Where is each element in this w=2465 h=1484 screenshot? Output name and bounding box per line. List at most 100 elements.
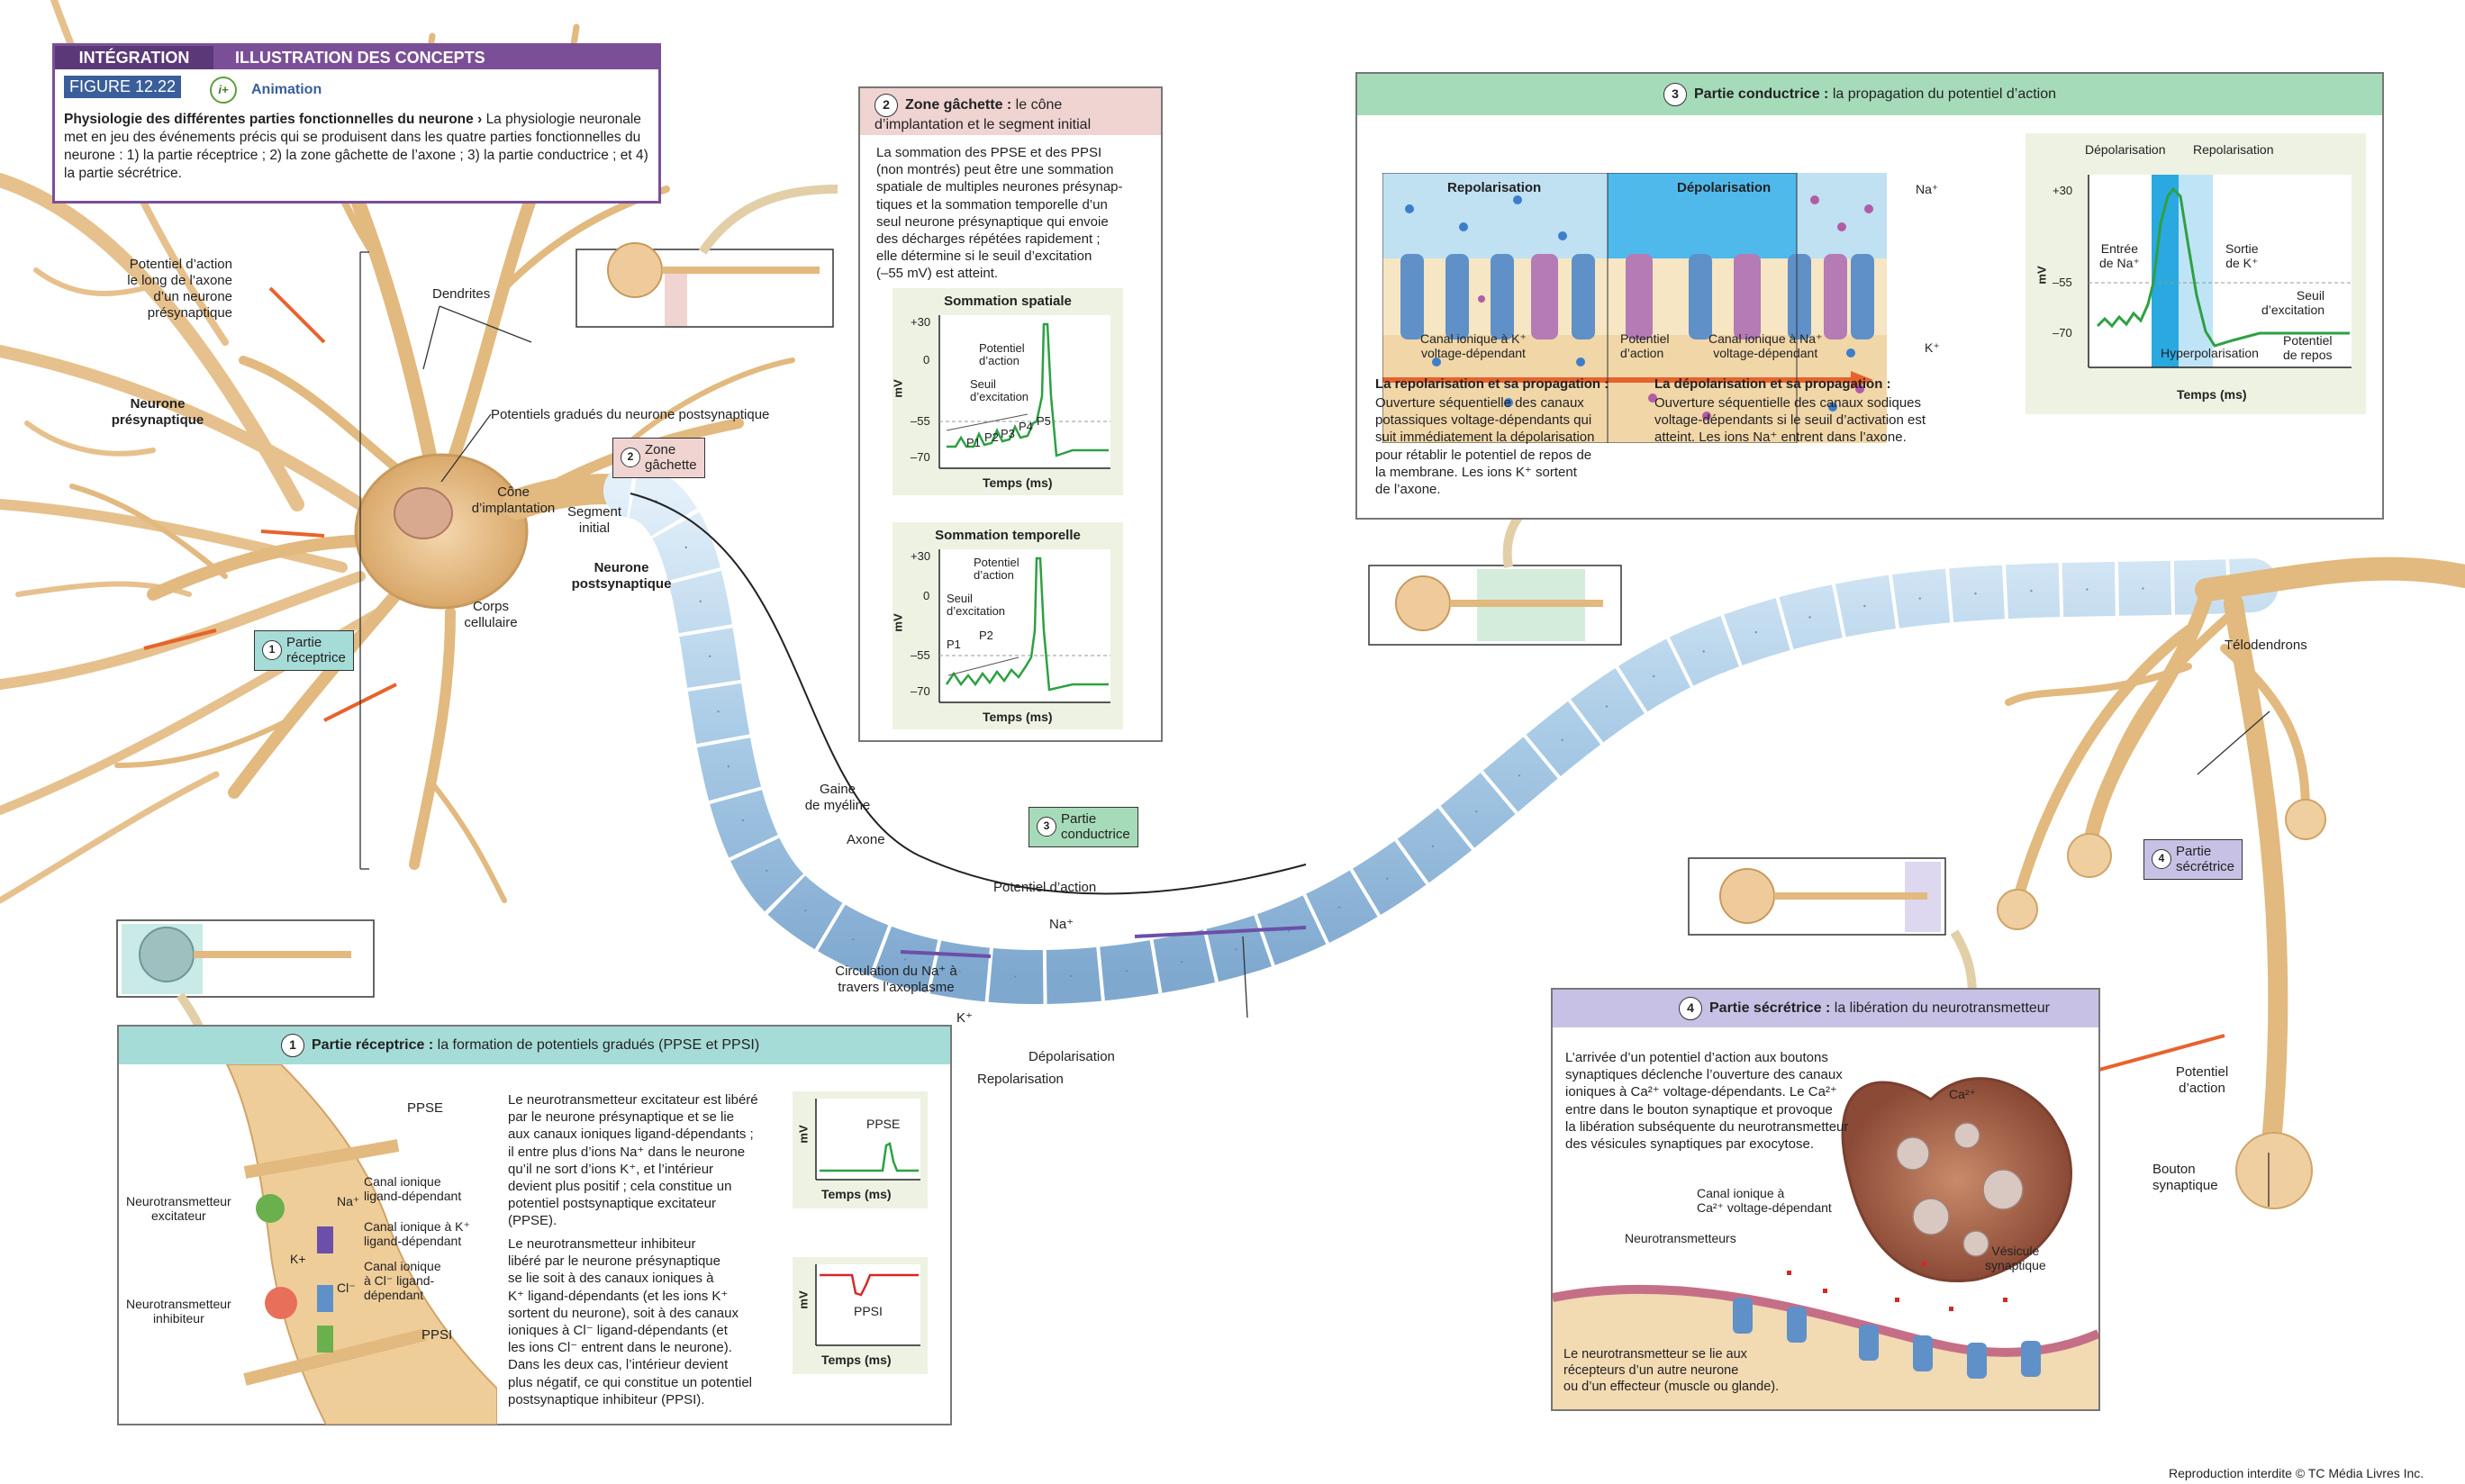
- graph-title: Sommation spatiale: [944, 294, 1072, 309]
- secretrice-text-2: Le neurotransmetteur se lie aux récepteu…: [1563, 1347, 1780, 1395]
- panel-title: la propagation du potentiel d’action: [1828, 86, 2057, 102]
- panel-title-bold: Partie réceptrice :: [312, 1037, 434, 1053]
- label-neurone-postsynaptique: Neurone postsynaptique: [571, 560, 672, 592]
- nucleus: [394, 487, 453, 539]
- label-neuro-exc: Neurotransmetteur excitateur: [126, 1194, 231, 1224]
- label-pa: Potentiel d’action: [979, 341, 1025, 368]
- x-label: Temps (ms): [983, 475, 1053, 490]
- label-seuil: Seuil d’excitation: [970, 377, 1029, 404]
- tick-0: 0: [923, 353, 930, 366]
- graph-sommation-temporelle: Sommation temporelle +30 0 –55 –70 mV Po…: [891, 522, 1123, 729]
- label-depolarisation: Dépolarisation: [1677, 180, 1772, 195]
- na-flow-arrow: [900, 950, 992, 958]
- label-canal-cl: Canal ionique à Cl⁻ ligand- dépendant: [364, 1259, 441, 1303]
- tick-p30: +30: [911, 549, 931, 563]
- panel-number: 3: [1663, 82, 1687, 106]
- myelin-sheath: [603, 464, 2279, 1004]
- label-pa: Potentiel d’action: [974, 556, 1020, 583]
- concepts-title: ILLUSTRATION DES CONCEPTS: [235, 49, 485, 67]
- label-canal-lig: Canal ionique ligand-dépendant: [364, 1174, 462, 1204]
- label-p5: P5: [1037, 414, 1051, 428]
- x-label: Temps (ms): [821, 1187, 892, 1201]
- label-g-sortie: Sortie de K⁺: [2225, 241, 2259, 271]
- label-g-repol: Repolarisation: [2193, 142, 2274, 157]
- y-label: mV: [2035, 266, 2049, 285]
- label-p4: P4: [1019, 420, 1033, 433]
- label-axone: Axone: [847, 832, 885, 847]
- label-g-ppsi: PPSI: [854, 1304, 883, 1318]
- figure-desc-text: La physiologie neuronale met en jeu des …: [64, 112, 648, 182]
- x-label: Temps (ms): [983, 710, 1053, 724]
- thumbnail-partie-secretrice: [1688, 857, 1946, 936]
- tag-text: Zone gâchette: [645, 442, 697, 474]
- thumbnail-zone-gachette: [575, 242, 834, 328]
- panel-number: 2: [875, 94, 898, 117]
- secretrice-text: L’arrivée d’un potentiel d’action aux bo…: [1565, 1050, 1849, 1152]
- panel-title: la formation de potentiels gradués (PPSE…: [433, 1037, 760, 1053]
- copyright: Reproduction interdite © TC Média Livres…: [2169, 1466, 2424, 1480]
- tag-number: 3: [1037, 817, 1056, 837]
- x-label: Temps (ms): [2177, 387, 2247, 402]
- animation-link[interactable]: Animation: [251, 82, 322, 97]
- tick-p30: +30: [2053, 184, 2073, 197]
- label-cone-implantation: Cône d’implantation: [471, 484, 556, 516]
- tick-m70: –70: [2053, 326, 2072, 339]
- membrane-illustration: [1382, 173, 1887, 443]
- tag-number: 1: [262, 640, 282, 661]
- label-na: Na⁺: [337, 1194, 360, 1208]
- figure-number: FIGURE 12.22: [64, 76, 182, 98]
- tick-m70: –70: [911, 450, 930, 464]
- thumbnail-partie-conductrice: [1368, 565, 1622, 646]
- y-label: mV: [891, 613, 905, 632]
- y-label: mV: [796, 1290, 811, 1309]
- graph-plot: [938, 549, 1110, 703]
- label-repolarisation: Repolarisation: [1447, 180, 1542, 195]
- label-k: K⁺: [1925, 340, 1940, 355]
- tag-number: 4: [2152, 849, 2171, 870]
- graph-plot: [938, 315, 1110, 469]
- label-gaine-myeline: Gaine de myéline: [804, 782, 871, 813]
- label-p1: P1: [966, 436, 981, 449]
- title-arrow: ›: [477, 112, 483, 127]
- graph-title: Sommation temporelle: [935, 528, 1081, 543]
- graph-ppse: PPSE mV Temps (ms): [793, 1091, 928, 1208]
- panel-title-bold: Zone gâchette :: [905, 97, 1012, 113]
- tag-number: 2: [621, 448, 640, 468]
- telodendrons: [2005, 556, 2465, 1172]
- label-segment-initial: Segment initial: [566, 504, 622, 536]
- label-g-ppse: PPSE: [866, 1117, 901, 1131]
- label-canal-na: Canal ionique à Na⁺ voltage-dépendant: [1708, 331, 1823, 361]
- label-g-hyper: Hyperpolarisation: [2161, 346, 2259, 360]
- panel-number: 4: [1679, 996, 1702, 1020]
- label-ppsi: PPSI: [421, 1327, 453, 1343]
- repol-title: La repolarisation et sa propagation :: [1375, 376, 1609, 392]
- label-neuro-inh: Neurotransmetteur inhibiteur: [126, 1297, 231, 1326]
- synapse-illustration: [225, 1064, 497, 1425]
- label-p1: P1: [947, 638, 961, 651]
- label-ppse: PPSE: [407, 1100, 444, 1116]
- label-cl: Cl⁻: [337, 1280, 356, 1295]
- label-potentiel-action: Potentiel d’action: [993, 880, 1097, 895]
- label-k: K+: [290, 1252, 306, 1266]
- panel-text: La sommation des PPSE et des PPSI (non m…: [876, 145, 1123, 282]
- label-k: K⁺: [956, 1010, 973, 1026]
- label-seuil: Seuil d’excitation: [947, 592, 1006, 619]
- label-telodendrons: Télodendrons: [2225, 638, 2307, 653]
- integration-tab: INTÉGRATION: [55, 46, 213, 69]
- animation-icon[interactable]: i+: [210, 77, 237, 104]
- tick-m55: –55: [911, 648, 930, 662]
- figure-title: Physiologie des différentes parties fonc…: [64, 112, 474, 127]
- leader-lines: [359, 251, 2270, 1207]
- depol-title: La dépolarisation et sa propagation :: [1654, 376, 1891, 392]
- label-canal-ca: Canal ionique à Ca²⁺ voltage-dépendant: [1697, 1186, 1832, 1216]
- graph-plot: [815, 1264, 920, 1346]
- label-corps-cellulaire: Corps cellulaire: [464, 599, 518, 630]
